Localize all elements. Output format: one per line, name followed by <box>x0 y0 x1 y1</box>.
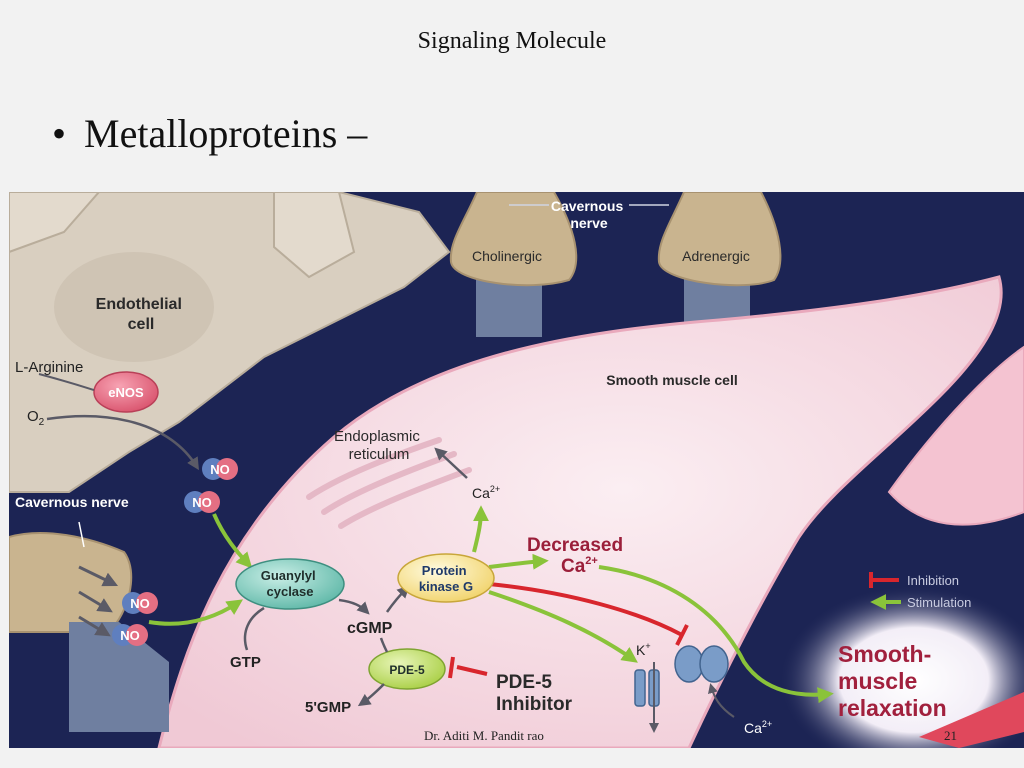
o2-label: O2 <box>27 408 45 428</box>
o2-to-no-arrow <box>46 414 199 471</box>
no-to-gc-arrow <box>148 599 243 626</box>
bullet-dot: • <box>52 111 67 156</box>
ca-er-label: Ca2+ <box>472 484 500 501</box>
l-arginine-label: L-Arginine <box>15 359 83 376</box>
pde5-enzyme <box>368 648 446 690</box>
decreased-ca-label: Decreased <box>527 535 623 556</box>
legend-stimulation-label: Stimulation <box>907 595 971 610</box>
cgmp-to-pde5-line <box>379 637 389 653</box>
no-signaling-diagram: Cholinergic Adrenergic Cavernous nerve C… <box>9 192 1024 748</box>
pkg-to-k-channel-arrow <box>488 590 638 663</box>
no-molecule: NO <box>112 624 148 646</box>
inhibition-bar <box>448 656 455 679</box>
ca-external-label: Ca2+ <box>744 719 772 736</box>
endothelial-cells <box>9 192 451 493</box>
svg-text:NO: NO <box>130 596 150 611</box>
red-cell-fragment <box>919 692 1024 748</box>
bullet-point: • Metalloproteins – <box>52 110 367 157</box>
smooth-muscle-cell <box>157 275 1003 748</box>
smooth-muscle-cell-label: Smooth muscle cell <box>606 372 737 388</box>
svg-text:NO: NO <box>192 495 212 510</box>
ca-to-er-arrow <box>434 447 468 479</box>
protein-kinase-g-label: Protein kinase G <box>419 563 473 594</box>
svg-text:NO: NO <box>120 628 140 643</box>
svg-text:Adrenergic: Adrenergic <box>682 248 750 264</box>
gtp-to-gc-arrow <box>243 606 265 651</box>
pkg-to-decreased-ca-arrow <box>488 553 549 570</box>
gc-to-cgmp-arrow <box>338 598 370 615</box>
legend: Inhibition Stimulation <box>869 572 971 610</box>
no-molecule: NO <box>122 592 158 614</box>
endothelial-cell-label: Endothelial cell <box>96 296 187 333</box>
no-molecule: NO <box>202 458 238 480</box>
pde5-label: PDE-5 <box>389 663 425 677</box>
gtp-label: GTP <box>230 654 261 671</box>
cgmp-label: cGMP <box>347 620 393 637</box>
inhibitor-blocks-pde5 <box>456 665 488 676</box>
pkg-to-ca-arrow <box>472 505 489 553</box>
enos-label: eNOS <box>108 385 144 400</box>
arginine-arrow <box>38 373 95 391</box>
svg-text:Cholinergic: Cholinergic <box>472 248 542 264</box>
decreased-ca-to-relaxation-arrow <box>598 565 834 704</box>
k-label: K+ <box>636 641 651 658</box>
no-molecule: NO <box>184 491 220 513</box>
smooth-muscle-relaxation-label: Smooth- muscle relaxation <box>838 641 947 721</box>
er-label: Endoplasmic reticulum <box>334 428 424 463</box>
legend-inhibition-label: Inhibition <box>907 573 959 588</box>
inhibition-bar <box>675 624 689 646</box>
protein-kinase-g <box>397 553 495 603</box>
left-nerve-terminal <box>9 531 169 732</box>
relaxation-glow <box>779 585 1024 748</box>
slide-footer: Dr. Aditi M. Pandit rao 21 <box>0 726 1024 746</box>
pde5-inhibitor-label: PDE-5 Inhibitor <box>496 672 573 715</box>
guanylyl-cyclase-label: Guanylyl cyclase <box>261 568 320 599</box>
release-arrow <box>78 615 111 637</box>
pkg-inhibits-ca-channel <box>488 582 683 637</box>
pde5-to-5gmp-arrow <box>357 683 385 707</box>
footer-author: Dr. Aditi M. Pandit rao <box>424 728 544 743</box>
ca-channel <box>674 645 729 683</box>
5gmp-label: 5'GMP <box>305 699 351 716</box>
slide-title: Signaling Molecule <box>417 28 607 54</box>
enos-enzyme <box>93 371 159 413</box>
ca-influx-arrow <box>708 683 735 718</box>
adrenergic-terminal: Adrenergic <box>657 192 782 287</box>
cavernous-nerve-left-label: Cavernous nerve <box>15 494 129 510</box>
nerve-connector <box>78 521 85 548</box>
svg-text:NO: NO <box>210 462 230 477</box>
release-arrow <box>78 590 113 613</box>
cholinergic-terminal: Cholinergic <box>449 192 578 287</box>
guanylyl-cyclase <box>235 558 345 610</box>
cavernous-nerve-top-label: Cavernous nerve <box>551 198 627 231</box>
bullet-text: Metalloproteins – <box>84 111 368 156</box>
release-arrow <box>78 565 119 587</box>
page-number: 21 <box>944 728 957 743</box>
decreased-ca-ion: Ca2+ <box>561 555 598 577</box>
no-to-gc-arrow <box>212 513 253 569</box>
